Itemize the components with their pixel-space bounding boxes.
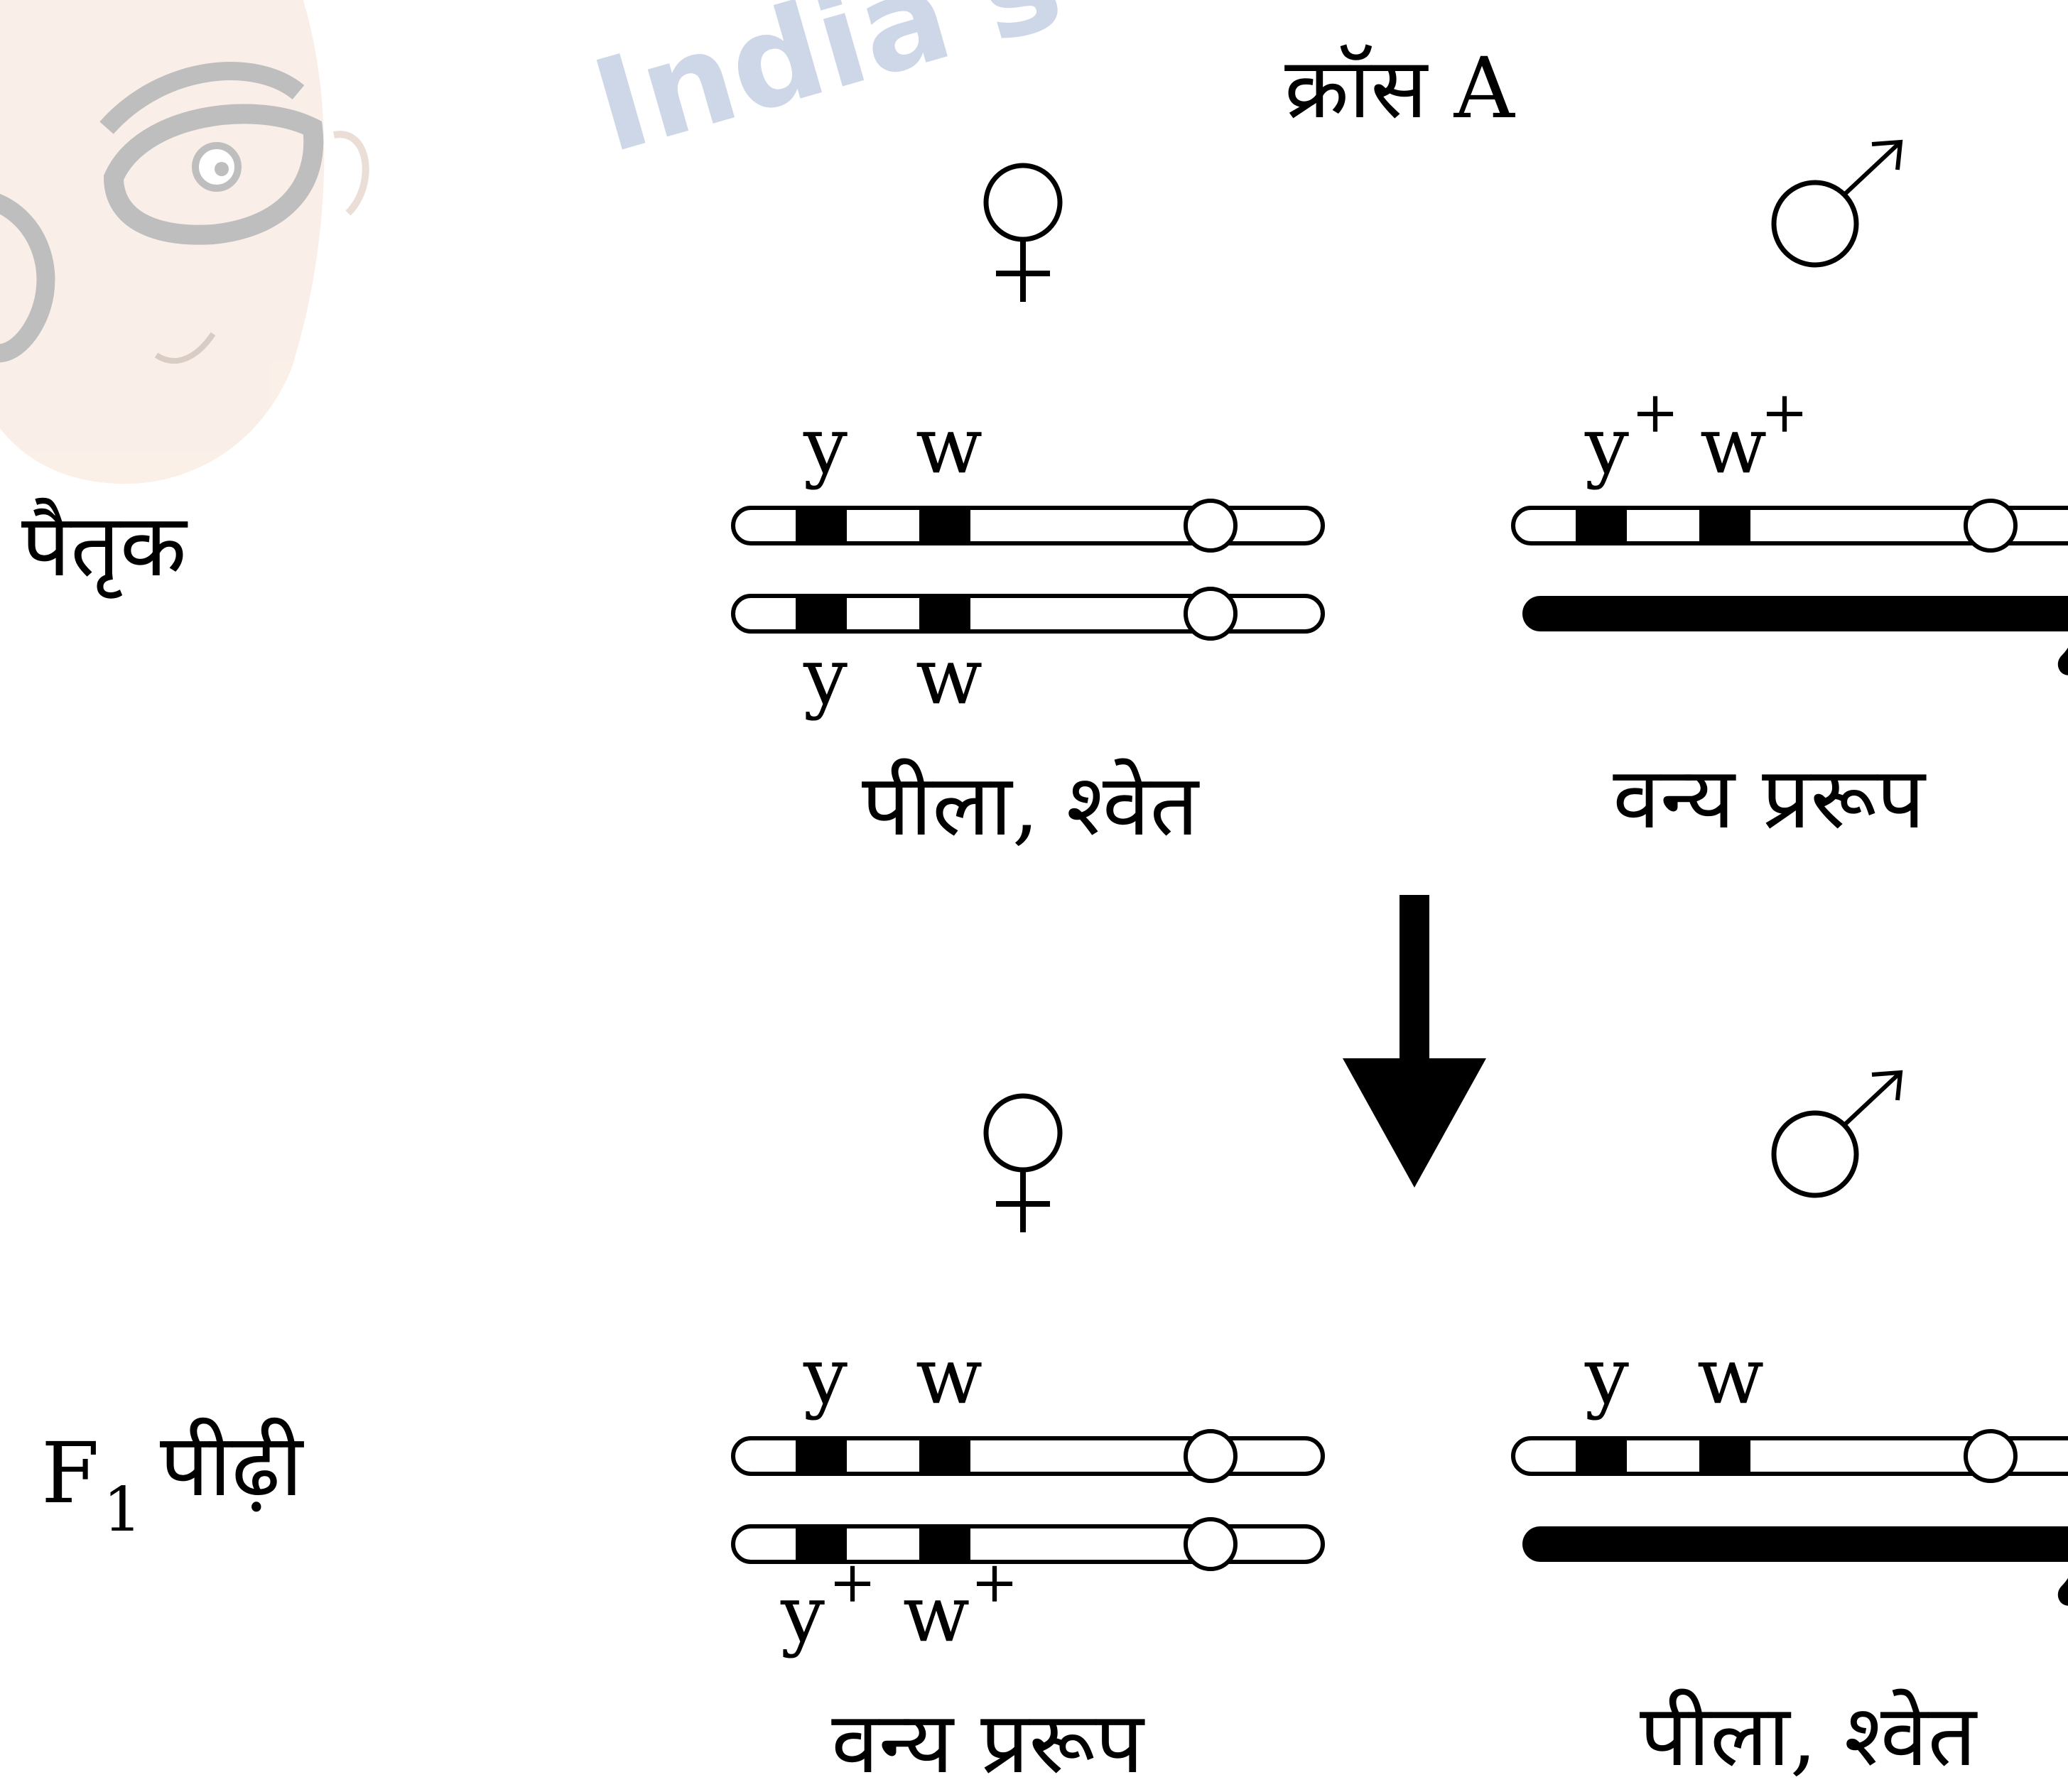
f1-female-chromosomes: y w y + w + वन्य प्ररूप: [733, 1330, 1323, 1792]
x-chromosome: [1513, 1431, 2068, 1481]
gene-label-y: y: [1584, 400, 1629, 491]
y-chromosome: [1522, 1526, 2068, 1606]
row-label-parental: पैतृक: [21, 495, 188, 599]
gene-label-w: w: [1697, 1330, 1764, 1421]
row-label-f1: F 1 पीढ़ी: [41, 1415, 305, 1546]
f1-male-chromosomes: y w पीला, श्वेत: [1513, 1330, 2068, 1786]
f1-letter: F: [41, 1424, 99, 1522]
parental-male-chromosomes: y + w + वन्य प्ररूप: [1513, 379, 2068, 848]
gene-label-y: y: [803, 1330, 848, 1421]
diagram-title: क्रॉस A: [1284, 39, 1515, 137]
gene-label-y: y: [1584, 1330, 1629, 1421]
gene-label-y: y: [780, 1568, 825, 1659]
female-symbol-f1: [986, 1096, 1060, 1232]
phenotype-label: वन्य प्ररूप: [1613, 749, 1926, 848]
y-chromosome: [1522, 596, 2068, 675]
female-symbol-parental: [986, 165, 1060, 302]
gene-label-w: w: [1700, 400, 1767, 491]
f1-generation-text: पीढ़ी: [160, 1415, 305, 1516]
gene-superscript: +: [1631, 379, 1679, 445]
watermark: India's: [578, 0, 1076, 182]
gene-label-w: w: [903, 1568, 970, 1659]
gene-label-w: w: [916, 1330, 982, 1421]
gene-superscript: +: [1760, 379, 1808, 445]
f1-subscript: 1: [103, 1475, 142, 1546]
gene-superscript: +: [828, 1549, 876, 1615]
x-chromosome: [1513, 501, 2068, 550]
male-symbol-parental: [1774, 142, 1900, 265]
phenotype-label: पीला, श्वेत: [862, 756, 1201, 855]
male-symbol-f1: [1774, 1073, 1900, 1195]
parental-female-chromosomes: y w y w पीला, श्वेत: [733, 400, 1323, 855]
cross-arrow: [1343, 895, 1486, 1188]
x-chromosome: [733, 501, 1323, 550]
gene-superscript: +: [970, 1549, 1018, 1615]
gene-label-y: y: [803, 400, 848, 491]
gene-label-w: w: [916, 400, 982, 491]
phenotype-label: वन्य प्ररूप: [831, 1694, 1144, 1788]
x-chromosome: [733, 1519, 1323, 1569]
gene-label-y: y: [803, 631, 848, 722]
phenotype-label: पीला, श्वेत: [1640, 1687, 1978, 1786]
gene-label-w: w: [916, 631, 982, 722]
x-chromosome: [733, 1431, 1323, 1481]
mascot-illustration: [0, 0, 369, 484]
